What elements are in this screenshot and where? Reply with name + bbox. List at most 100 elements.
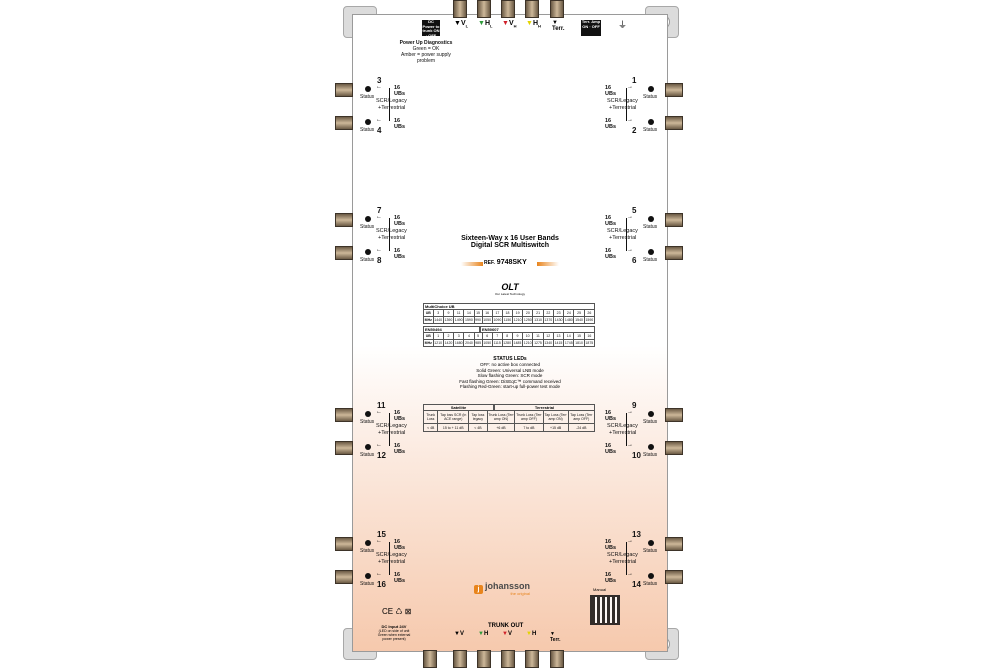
table-cell: 1050 (481, 316, 493, 324)
arrow-icon: → (627, 538, 633, 544)
table-cell: 1115 (491, 339, 503, 347)
output-connector-10[interactable] (665, 441, 683, 455)
input-connector-terr[interactable] (550, 0, 564, 18)
output-number: 8 (377, 256, 382, 265)
table-cell: 7 (491, 332, 503, 340)
bracket-line (626, 413, 627, 446)
input-connector-vh[interactable] (501, 0, 515, 18)
table-cell: Tap loss legacy (468, 410, 488, 424)
table-cell: 14 (563, 332, 575, 340)
johansson-tagline: the original (510, 591, 531, 596)
johansson-logo: j johansson the original (474, 582, 530, 596)
trunk-connector-hl[interactable] (477, 650, 491, 668)
table-cell: Trunk Loss (Terr amp OFF) (514, 410, 544, 424)
bracket-line (626, 88, 627, 121)
table-cell: 1150 (502, 316, 513, 324)
output-connector-13[interactable] (665, 537, 683, 551)
bracket-line (626, 218, 627, 251)
output-connector-12[interactable] (335, 441, 353, 455)
status-label: Status (360, 127, 375, 133)
power-to-trunk-switch[interactable]: DC Power to trunk ON · OFF (422, 19, 440, 38)
output-connector-16[interactable] (335, 570, 353, 584)
table-cell: 1490 (453, 316, 465, 324)
ub-label: 16 UBs (394, 248, 406, 260)
table-cell: 22 (542, 309, 554, 317)
table-cell: 1210 (511, 316, 524, 324)
ub-label: 16 UBs (605, 443, 617, 455)
input-connector-hl[interactable] (477, 0, 491, 18)
dc-input-line: (LED on side of unit (378, 629, 410, 633)
output-number: 7 (377, 206, 382, 215)
trunk-connector-hh[interactable] (525, 650, 539, 668)
output-connector-2[interactable] (665, 116, 683, 130)
table-cell: 1 (432, 332, 444, 340)
output-connector-7[interactable] (335, 213, 353, 227)
table-cell: 11 (453, 309, 465, 317)
bracket-line (389, 88, 390, 121)
terr-amp-switch[interactable]: Terr. Amp ON · OFF (581, 19, 601, 36)
status-label: Status (360, 94, 375, 100)
qr-code[interactable] (590, 595, 620, 625)
output-connector-3[interactable] (335, 83, 353, 97)
bracket-line (389, 413, 390, 446)
output-connector-8[interactable] (335, 246, 353, 260)
status-led (365, 216, 371, 222)
table-cell: 5 (473, 332, 483, 340)
trunk-connector-vl[interactable] (453, 650, 467, 668)
output-number: 6 (632, 256, 637, 265)
status-led (648, 444, 654, 450)
table-cell: 16 (481, 309, 493, 317)
output-connector-4[interactable] (335, 116, 353, 130)
output-number: 4 (377, 126, 382, 135)
output-connector-11[interactable] (335, 408, 353, 422)
ub-label: 16 UBs (605, 85, 617, 97)
ub-label: 16 UBs (605, 539, 617, 551)
output-connector-9[interactable] (665, 408, 683, 422)
olt-logo-text: OLT (501, 282, 519, 292)
scr-legacy-label: SCR/Legacy (607, 98, 638, 104)
output-connector-14[interactable] (665, 570, 683, 584)
diagnostics-line: problem (416, 58, 436, 64)
status-led (648, 540, 654, 546)
trunk-connector-dc[interactable] (423, 650, 437, 668)
arrow-icon: → (627, 409, 633, 415)
table-row-label: MHz (423, 339, 434, 347)
product-title: Sixteen-Way x 16 User Bands Digital SCR … (420, 235, 600, 249)
input-connector-vl[interactable] (453, 0, 467, 18)
arrow-icon: → (627, 84, 633, 90)
ub-label: 16 UBs (394, 443, 406, 455)
ub-label: 16 UBs (605, 248, 617, 260)
table-cell: 15 (473, 309, 483, 317)
arrow-icon: ← (376, 247, 382, 253)
scr-legacy-label: SCR/Legacy (376, 552, 407, 558)
trunk-connector-terr[interactable] (550, 650, 564, 668)
status-led-line: Flashing Red-Green: start-up full-power … (459, 384, 561, 389)
table-cell: 1090 (491, 316, 504, 324)
trunk-out-label: TRUNK OUT (488, 623, 524, 629)
trunk-label-vl: ▼V (454, 631, 464, 637)
terrestrial-label: +Terrestrial (609, 559, 637, 565)
terrestrial-label: +Terrestrial (378, 105, 406, 111)
table-cell: 15 to + 11 dB (437, 423, 470, 432)
output-connector-5[interactable] (665, 213, 683, 227)
output-connector-15[interactable] (335, 537, 353, 551)
trunk-connector-vh[interactable] (501, 650, 515, 668)
status-led-line: OFF: no active box connected (479, 362, 541, 367)
arrow-icon: → (627, 117, 633, 123)
input-connector-hh[interactable] (525, 0, 539, 18)
olt-logo-sub: Our Latest Technology (495, 292, 525, 296)
table-cell: Tap loss SCR (in ACE range) (437, 410, 470, 424)
status-label: Status (360, 419, 375, 425)
table-cell: 11 (532, 332, 544, 340)
olt-logo: OLT Our Latest Technology (485, 282, 535, 296)
output-connector-1[interactable] (665, 83, 683, 97)
terrestrial-label: +Terrestrial (609, 235, 637, 241)
dc-input-title: DC Input 24V (381, 624, 407, 629)
output-number: 16 (377, 580, 386, 589)
status-label: Status (643, 257, 658, 263)
manual-label: Manual (593, 587, 607, 592)
output-connector-6[interactable] (665, 246, 683, 260)
table-cell: 1370 (542, 316, 554, 324)
